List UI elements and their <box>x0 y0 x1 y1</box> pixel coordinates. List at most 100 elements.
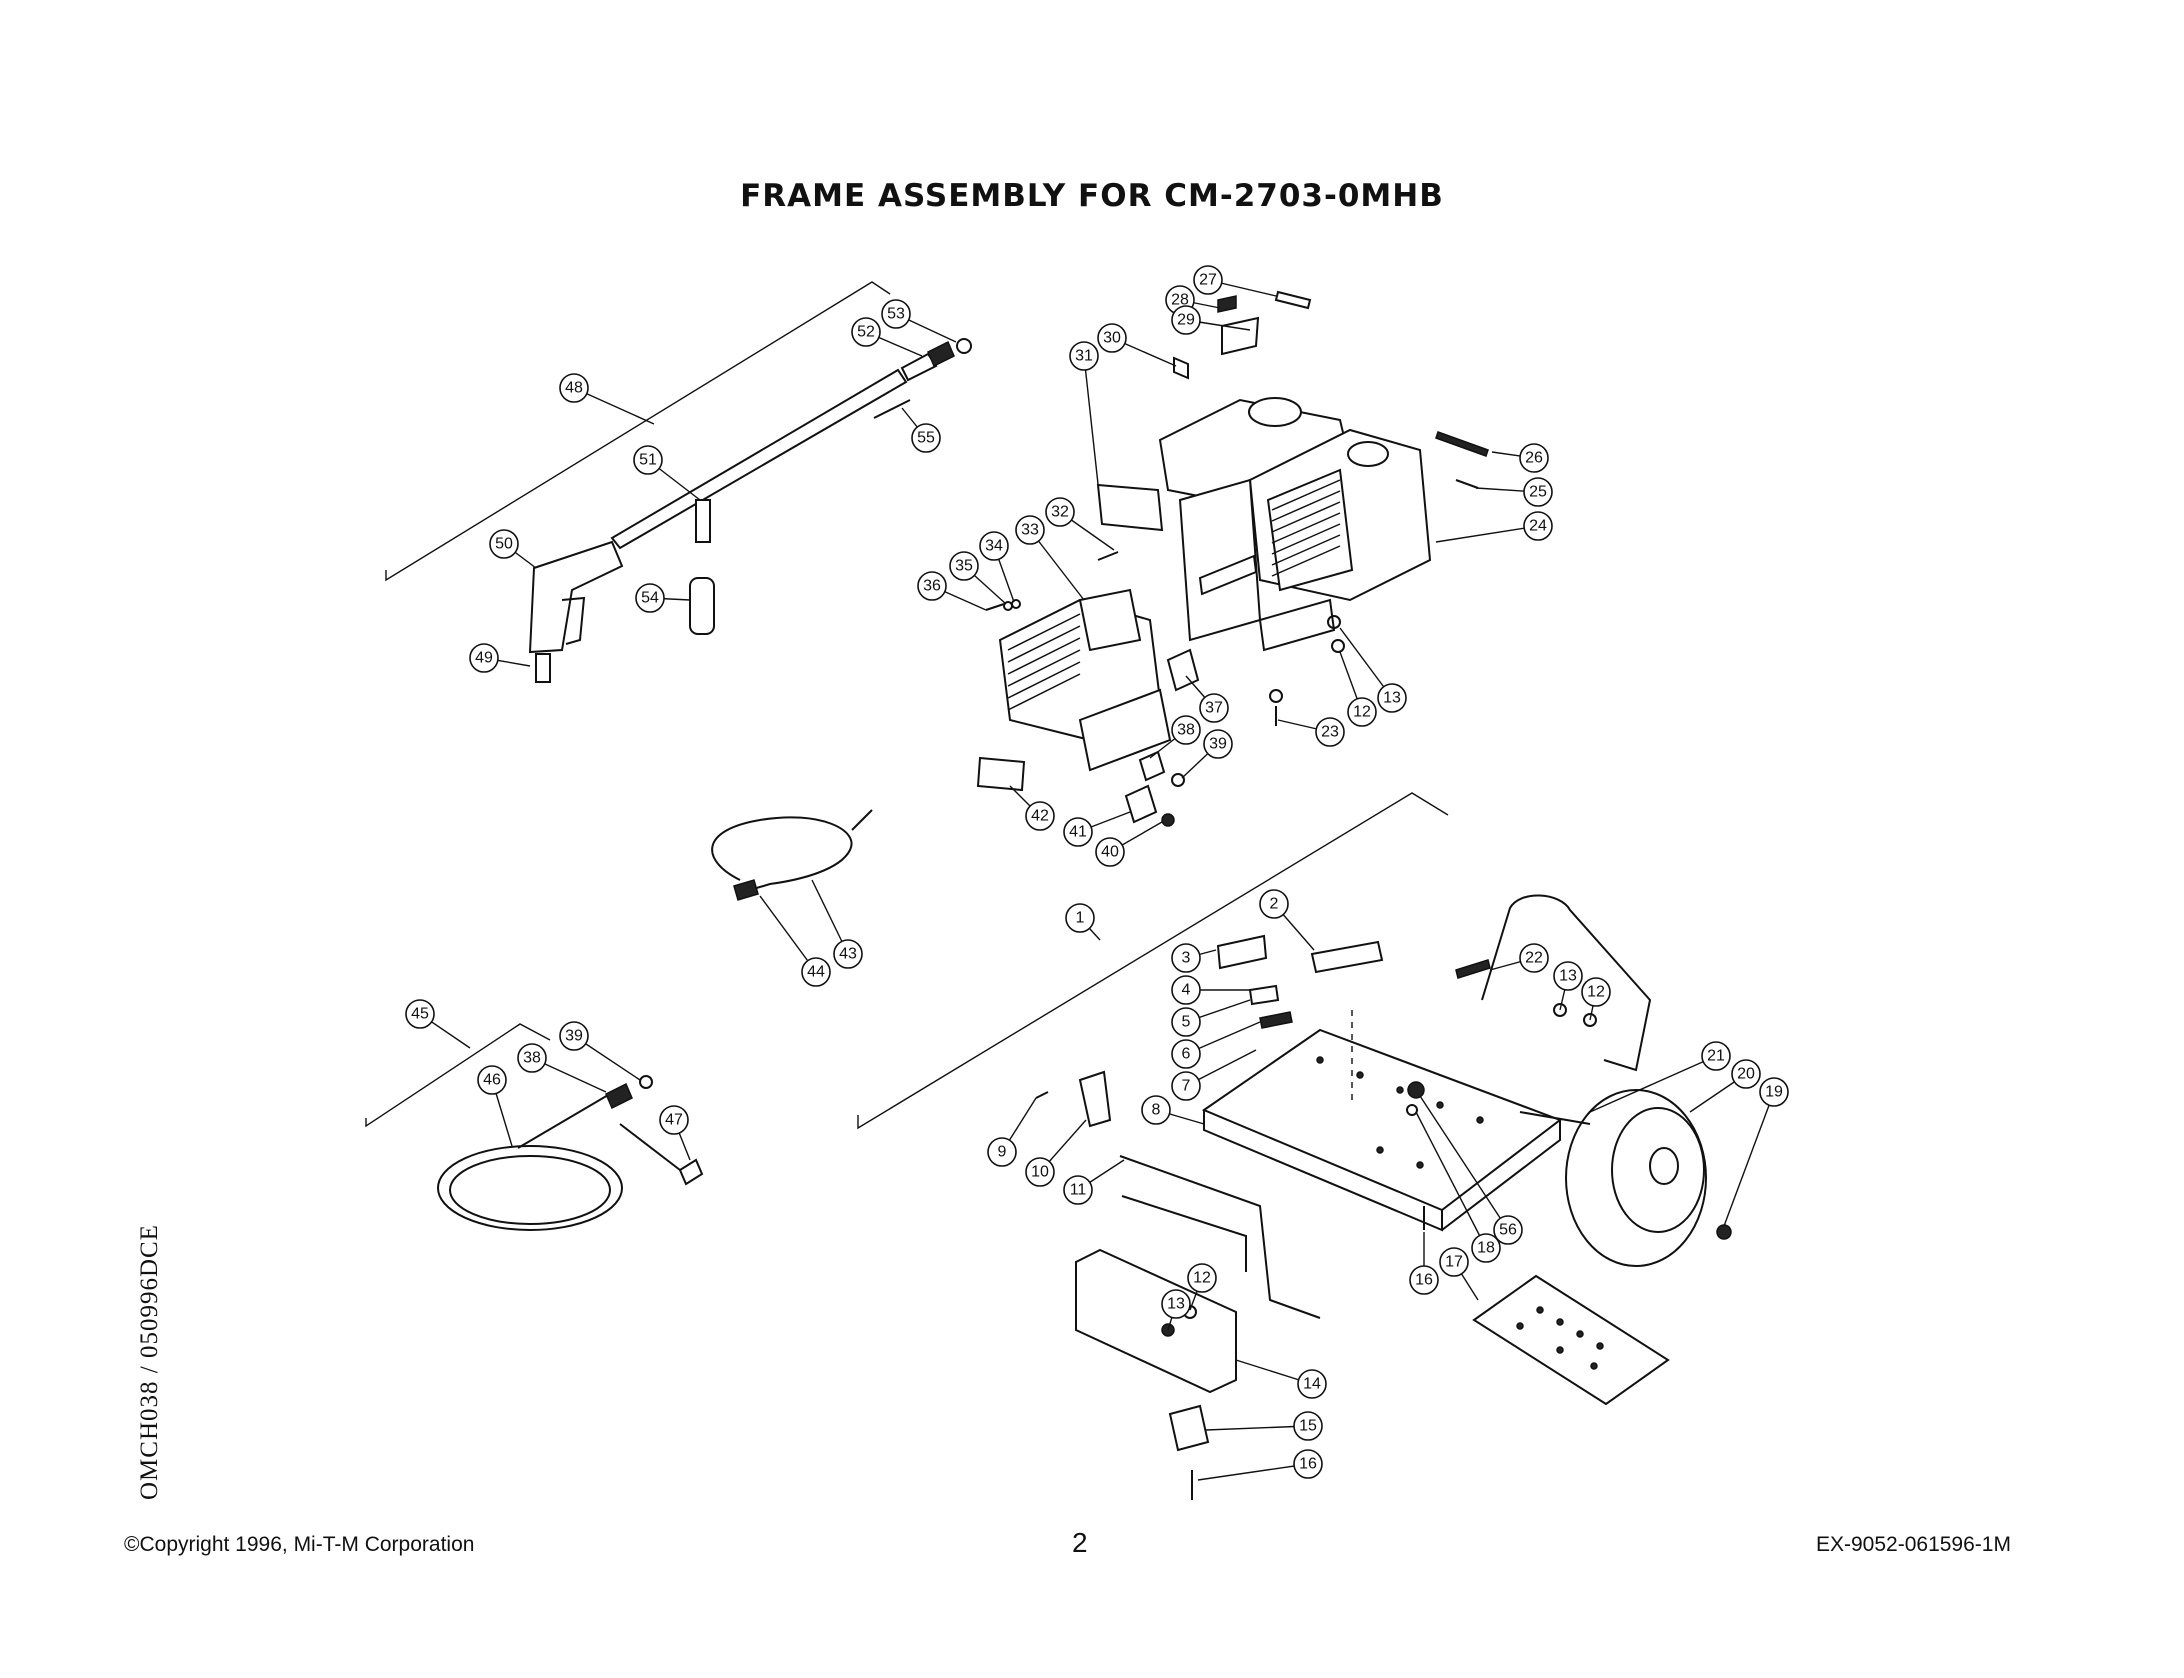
leader-line-24 <box>1435 525 1539 543</box>
callout-label-38: 38 <box>1177 722 1195 739</box>
engine-shaft <box>1198 554 1258 596</box>
o-ring-39-hose <box>639 1075 653 1089</box>
engine-label-30 <box>1173 356 1189 380</box>
screw-9 <box>1035 1091 1049 1099</box>
callout-bubble-12: 12 <box>1581 977 1611 1007</box>
engine-label-31 <box>1096 483 1164 532</box>
hose-coil-inner <box>449 1155 611 1225</box>
frame-hole-3 <box>1436 1101 1444 1109</box>
spray-gun-part <box>528 540 624 654</box>
callout-label-7: 7 <box>1182 1078 1191 1095</box>
page-title: FRAME ASSEMBLY FOR CM-2703-0MHB <box>740 178 1444 214</box>
o-ring-part <box>956 338 972 354</box>
callout-bubble-19: 19 <box>1759 1077 1789 1107</box>
callout-bubble-5: 5 <box>1171 1007 1201 1037</box>
plate-hole-5 <box>1556 1346 1564 1354</box>
callout-label-36: 36 <box>923 578 941 595</box>
bracket-10 <box>1078 1070 1112 1128</box>
callout-label-17: 17 <box>1445 1254 1463 1271</box>
nozzle-part <box>927 340 955 368</box>
callout-label-23: 23 <box>1321 724 1339 741</box>
callout-bubble-53: 53 <box>881 299 911 329</box>
leader-line-18 <box>1415 1111 1487 1249</box>
callout-label-15: 15 <box>1299 1418 1317 1435</box>
callout-label-1: 1 <box>1076 910 1085 927</box>
callout-label-8: 8 <box>1152 1102 1161 1119</box>
hose-fitting-47 <box>678 1158 704 1186</box>
callout-bubble-9: 9 <box>987 1137 1017 1167</box>
callout-bubble-51: 51 <box>633 445 663 475</box>
callout-bubble-46: 46 <box>477 1065 507 1095</box>
callout-bubble-26: 26 <box>1519 443 1549 473</box>
callout-label-43: 43 <box>839 946 857 963</box>
inlet-fitting-41 <box>1124 784 1158 824</box>
callout-label-56: 56 <box>1499 1222 1517 1239</box>
callout-bubble-24: 24 <box>1523 511 1553 541</box>
callout-label-29: 29 <box>1177 312 1195 329</box>
callout-label-40: 40 <box>1101 844 1119 861</box>
callout-bubble-11: 11 <box>1063 1175 1093 1205</box>
callout-bubble-47: 47 <box>659 1105 689 1135</box>
washer-12-engine <box>1327 615 1341 629</box>
frame-hole-4 <box>1476 1116 1484 1124</box>
hose-lead-46 <box>517 1087 621 1149</box>
foot-15 <box>1168 1404 1210 1452</box>
unloader-fitting-37 <box>1166 648 1200 692</box>
pump-manifold-part <box>1078 688 1172 772</box>
decal-2 <box>1310 940 1384 974</box>
pump-fin-3 <box>1007 649 1081 687</box>
callout-bubble-45: 45 <box>405 999 435 1029</box>
engine-fin-5 <box>1271 534 1341 566</box>
nut-13-handle <box>1553 1003 1567 1017</box>
engine-label-26 <box>1435 431 1489 457</box>
callout-label-55: 55 <box>917 430 935 447</box>
callout-label-5: 5 <box>1182 1014 1191 1031</box>
callout-bubble-8: 8 <box>1141 1095 1171 1125</box>
spray-gun-trigger <box>561 596 586 645</box>
pump-adapter-flange <box>1078 588 1142 652</box>
detergent-hose-end <box>851 809 873 831</box>
callout-label-13: 13 <box>1559 968 1577 985</box>
callout-label-27: 27 <box>1199 272 1217 289</box>
callout-label-4: 4 <box>1182 982 1191 999</box>
engine-fin-0 <box>1271 479 1341 511</box>
callout-label-20: 20 <box>1737 1066 1755 1083</box>
detergent-fitting-44 <box>733 879 759 901</box>
washer-12b-engine <box>1269 689 1283 703</box>
wheel-hub <box>1649 1147 1679 1185</box>
hose-coil-outer <box>437 1145 623 1231</box>
inlet-screen-40 <box>1161 813 1175 827</box>
callout-label-49: 49 <box>475 650 493 667</box>
callout-label-12: 12 <box>1193 1270 1211 1287</box>
callout-bubble-32: 32 <box>1045 497 1075 527</box>
callout-bubble-36: 36 <box>917 571 947 601</box>
callout-label-31: 31 <box>1075 348 1093 365</box>
callout-label-25: 25 <box>1529 484 1547 501</box>
callout-bubble-13: 13 <box>1553 961 1583 991</box>
callout-label-50: 50 <box>495 536 513 553</box>
callout-bubble-34: 34 <box>979 531 1009 561</box>
callout-label-12: 12 <box>1353 704 1371 721</box>
callout-label-24: 24 <box>1529 518 1547 535</box>
callout-bubble-52: 52 <box>851 317 881 347</box>
fitting-38-pump <box>1138 750 1166 782</box>
callout-bubble-56: 56 <box>1493 1215 1523 1245</box>
callout-label-9: 9 <box>998 1144 1007 1161</box>
callout-label-46: 46 <box>483 1072 501 1089</box>
callout-bubble-44: 44 <box>801 957 831 987</box>
callout-label-42: 42 <box>1031 808 1049 825</box>
callout-label-47: 47 <box>665 1112 683 1129</box>
base-frame-side <box>1441 1120 1561 1231</box>
engine-cooling-shroud <box>1266 468 1354 592</box>
callout-label-16: 16 <box>1415 1272 1433 1289</box>
callout-bubble-48: 48 <box>559 373 589 403</box>
engine-key-25 <box>1455 479 1479 489</box>
callout-label-13: 13 <box>1167 1296 1185 1313</box>
leader-line-16 <box>1197 1463 1309 1481</box>
pump-fin-4 <box>1007 661 1081 699</box>
base-frame-edge <box>1203 1110 1443 1232</box>
plate-hole-4 <box>1516 1322 1524 1330</box>
frame-hole-2 <box>1396 1086 1404 1094</box>
callout-bubble-38: 38 <box>1171 715 1201 745</box>
